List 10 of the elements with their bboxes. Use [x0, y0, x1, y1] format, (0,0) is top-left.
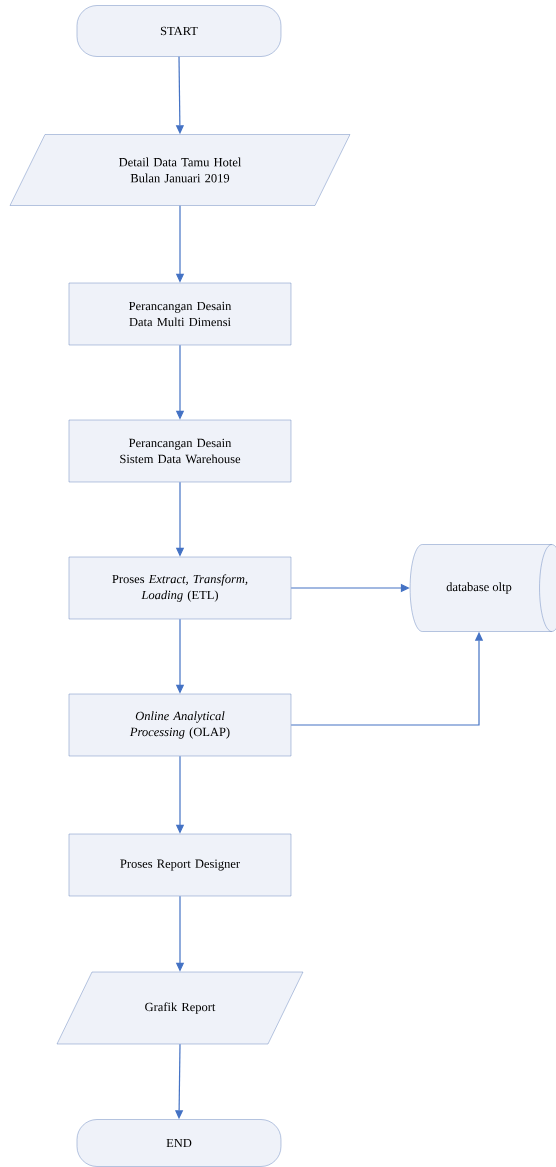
process-box: Proses Report Designer	[68, 833, 292, 897]
data-parallelogram: Grafik Report	[56, 971, 304, 1045]
terminator-box: END	[76, 1119, 282, 1167]
process-box: Proses Extract, Transform, Loading (ETL)	[68, 556, 292, 620]
terminator-box: START	[76, 5, 282, 57]
data-parallelogram: Detail Data Tamu Hotel Bulan Januari 2019	[9, 134, 351, 206]
process-box: Perancangan Desain Sistem Data Warehouse	[68, 419, 292, 483]
database-cylinder: database oltp	[409, 544, 556, 632]
process-box: Online Analytical Processing (OLAP)	[68, 693, 292, 757]
process-box: Perancangan Desain Data Multi Dimensi	[68, 282, 292, 346]
